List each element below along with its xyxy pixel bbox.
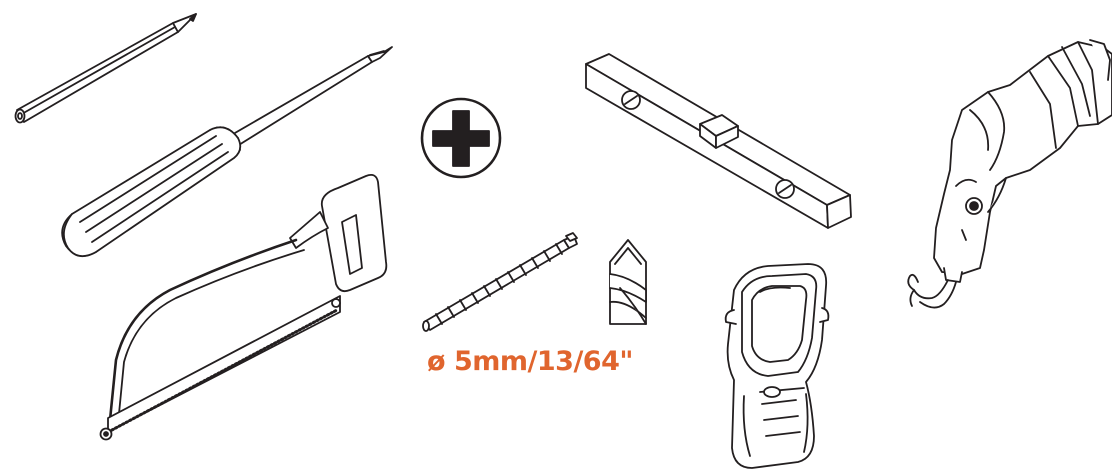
hacksaw-icon	[99, 173, 388, 441]
stud-finder-icon	[724, 263, 830, 469]
drill-bit-long-icon	[422, 232, 578, 332]
spirit-level-icon	[585, 53, 852, 229]
drill-bit-size-label: ø 5mm/13/64"	[427, 346, 633, 377]
pencil-icon	[14, 13, 197, 124]
power-drill-icon	[907, 39, 1112, 309]
phillips-icon	[420, 97, 502, 179]
screwdriver-icon	[61, 46, 393, 258]
drill-bit-tip-icon	[609, 239, 647, 325]
